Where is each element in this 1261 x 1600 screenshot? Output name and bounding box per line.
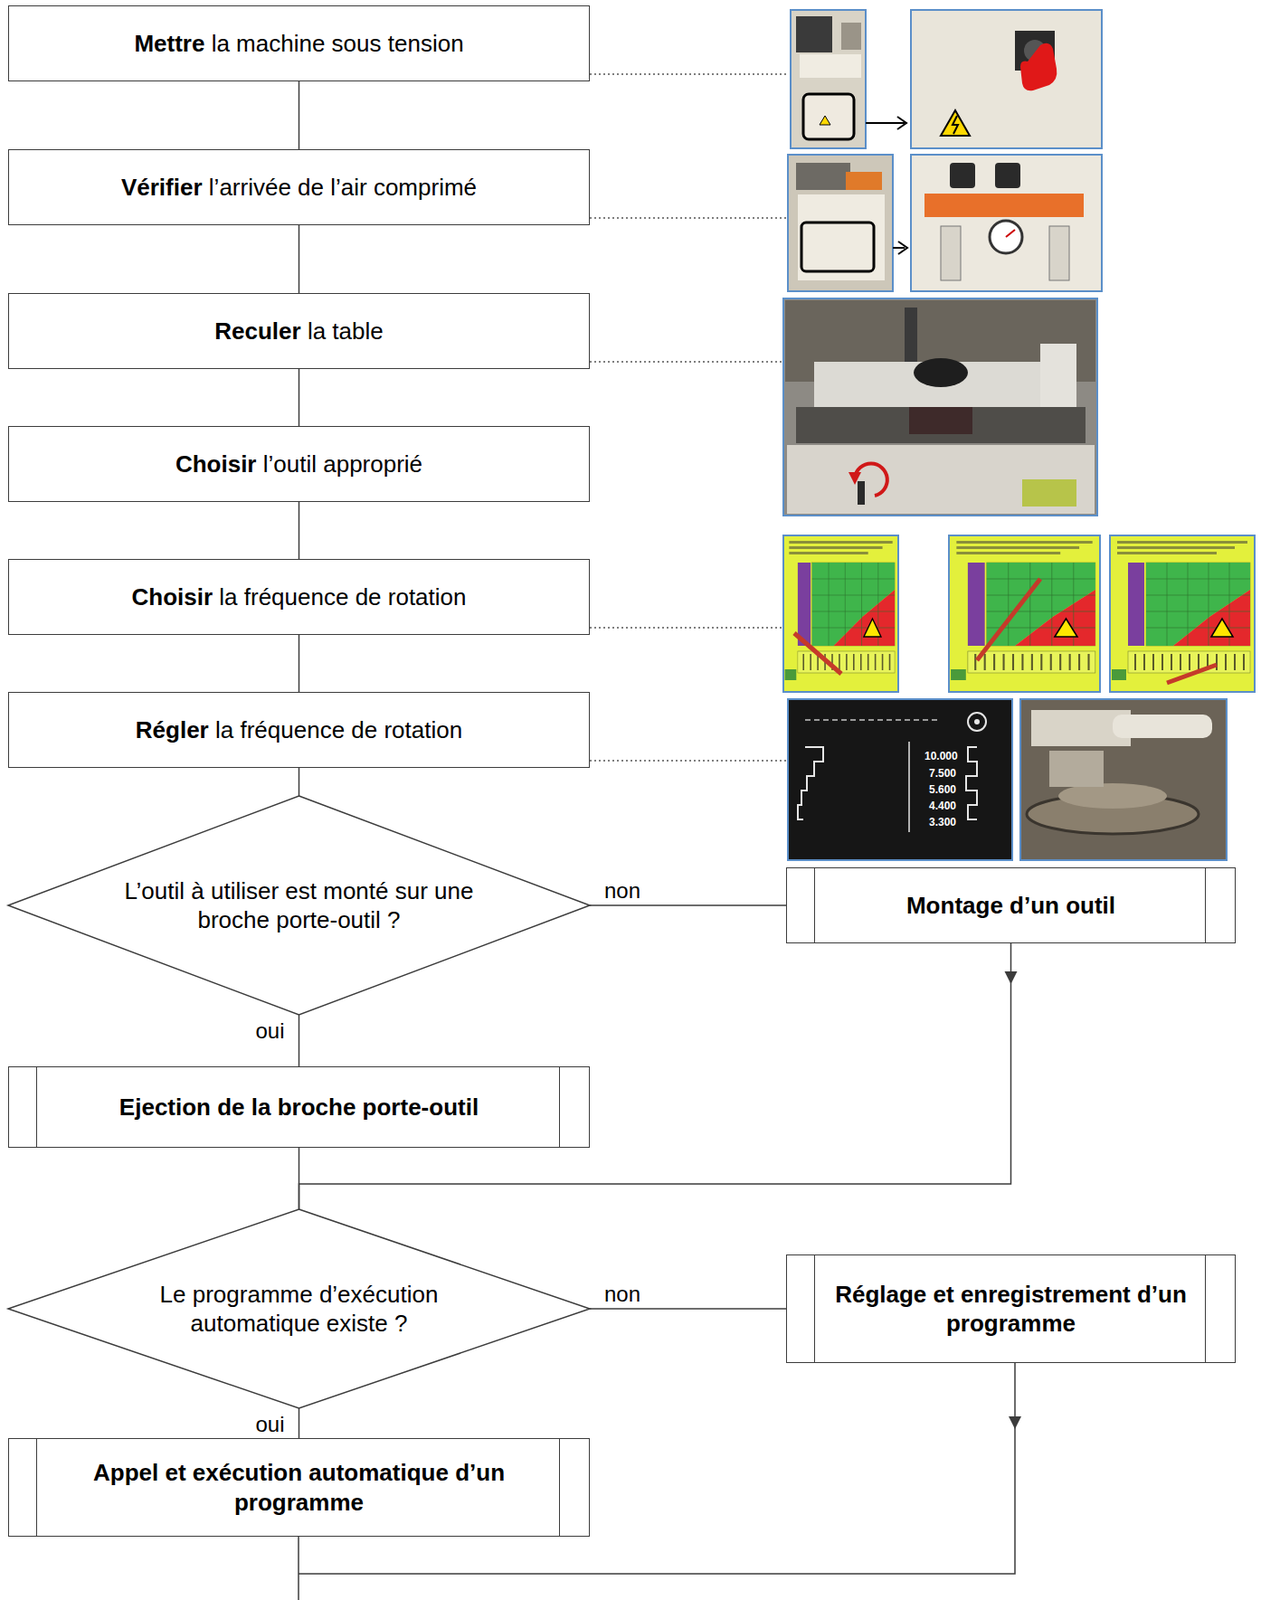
connector-line — [298, 1408, 301, 1439]
flow-connector — [298, 369, 300, 427]
node-text: Appel et exécution automatique d’un prog… — [73, 1458, 526, 1517]
node-label: la fréquence de rotation — [218, 583, 466, 611]
subprocess-bar — [1204, 868, 1206, 943]
flow-connector — [589, 905, 787, 907]
subprocess-box: Appel et exécution automatique d’un prog… — [8, 1438, 590, 1537]
subprocess-box: Montage d’un outil — [786, 867, 1236, 944]
subprocess-bar — [1204, 1255, 1206, 1363]
connector-line — [298, 81, 301, 150]
connector-line — [298, 635, 301, 693]
flow-connector — [298, 502, 300, 560]
flow-connector — [298, 635, 300, 693]
node-text: Réglerla fréquence de rotation — [135, 715, 463, 746]
action-verb: Reculer — [214, 317, 301, 345]
subprocess-bar — [559, 1439, 560, 1536]
photo-speed-chart — [783, 535, 1255, 693]
action-verb: Choisir — [175, 450, 257, 478]
node-text: Montage d’un outil — [906, 891, 1116, 921]
action-box: Vérifierl’arrivée de l’air comprimé — [8, 149, 590, 226]
flow-connector — [298, 81, 300, 150]
leader-lines — [589, 74, 789, 761]
subprocess-bar — [559, 1067, 560, 1148]
node-text: Vérifierl’arrivée de l’air comprimé — [121, 172, 477, 203]
connector-line — [589, 904, 787, 907]
node-text: L’outil à utiliser est monté sur une bro… — [95, 876, 503, 936]
subprocess-box: Ejection de la broche porte-outil — [8, 1066, 590, 1148]
photo-table — [783, 298, 1098, 516]
photo-power — [790, 9, 1102, 149]
action-box: Choisirl’outil approprié — [8, 426, 590, 503]
node-label: L’outil à utiliser est monté sur une bro… — [124, 877, 475, 935]
connector-line — [298, 1014, 301, 1067]
action-verb: Régler — [135, 716, 209, 744]
node-text: Choisirla fréquence de rotation — [131, 582, 466, 613]
connector-line — [298, 502, 301, 560]
arrow-head — [1008, 1416, 1022, 1430]
action-box: Reculerla table — [8, 293, 590, 370]
flow-connector — [298, 225, 300, 294]
node-label: la table — [307, 317, 384, 345]
subprocess-bar — [36, 1067, 38, 1148]
node-label: la machine sous tension — [211, 29, 465, 57]
branch-label: non — [602, 1282, 643, 1307]
node-label: Réglage et enregistrement d’un programme — [834, 1280, 1187, 1338]
diamond-outline — [8, 1209, 590, 1409]
speed-value: 5.600 — [929, 784, 957, 796]
node-text: Mettrela machine sous tension — [133, 28, 464, 59]
diamond-outline — [8, 796, 590, 1015]
diamond-shape — [8, 796, 590, 1015]
flow-connector — [589, 1308, 787, 1310]
node-label: l’outil approprié — [263, 450, 423, 478]
flow-connector — [298, 1014, 300, 1067]
action-box: Choisirla fréquence de rotation — [8, 559, 590, 636]
node-label: l’arrivée de l’air comprimé — [208, 173, 477, 201]
node-label: la fréquence de rotation — [215, 716, 463, 744]
branch-label: oui — [253, 1019, 286, 1043]
speed-value: 7.500 — [929, 767, 957, 779]
speed-value: 4.400 — [929, 800, 957, 812]
branch-label: non — [602, 879, 643, 903]
node-text: Le programme d’exécution automatique exi… — [95, 1279, 503, 1339]
node-text: Reculerla table — [214, 316, 384, 347]
decision-diamond: L’outil à utiliser est monté sur une bro… — [8, 796, 590, 1015]
photo-air — [787, 154, 1102, 292]
node-label: Ejection de la broche porte-outil — [119, 1093, 479, 1121]
node-label: Montage d’un outil — [906, 891, 1116, 920]
node-label: Le programme d’exécution automatique exi… — [160, 1280, 439, 1338]
node-text: Réglage et enregistrement d’un programme — [816, 1279, 1206, 1339]
photo-pulley — [787, 699, 1227, 861]
subprocess-bar — [36, 1439, 38, 1536]
connector-line — [298, 767, 301, 797]
action-verb: Vérifier — [121, 173, 203, 201]
flow-connector — [298, 1147, 300, 1210]
decision-diamond: Le programme d’exécution automatique exi… — [8, 1209, 590, 1409]
action-verb: Choisir — [131, 583, 213, 611]
node-text: Ejection de la broche porte-outil — [119, 1092, 479, 1123]
action-verb: Mettre — [133, 29, 205, 57]
arrow-head — [1005, 971, 1018, 985]
subprocess-bar — [814, 868, 816, 943]
speed-value: 10.000 — [924, 750, 958, 762]
action-box: Réglerla fréquence de rotation — [8, 692, 590, 768]
subprocess-bar — [814, 1255, 816, 1363]
diamond-shape — [8, 1209, 590, 1409]
connector-line — [298, 1147, 301, 1210]
action-box: Mettrela machine sous tension — [8, 5, 590, 82]
speed-value: 3.300 — [929, 816, 957, 828]
connector-line — [298, 225, 301, 294]
node-label: Appel et exécution automatique d’un prog… — [93, 1459, 505, 1517]
connector-line — [298, 369, 301, 427]
branch-label: oui — [253, 1412, 286, 1437]
subprocess-box: Réglage et enregistrement d’un programme — [786, 1254, 1236, 1364]
connector-line — [589, 1308, 787, 1310]
flow-connector — [298, 1408, 300, 1439]
node-text: Choisirl’outil approprié — [175, 449, 423, 480]
flow-connector — [298, 767, 300, 797]
